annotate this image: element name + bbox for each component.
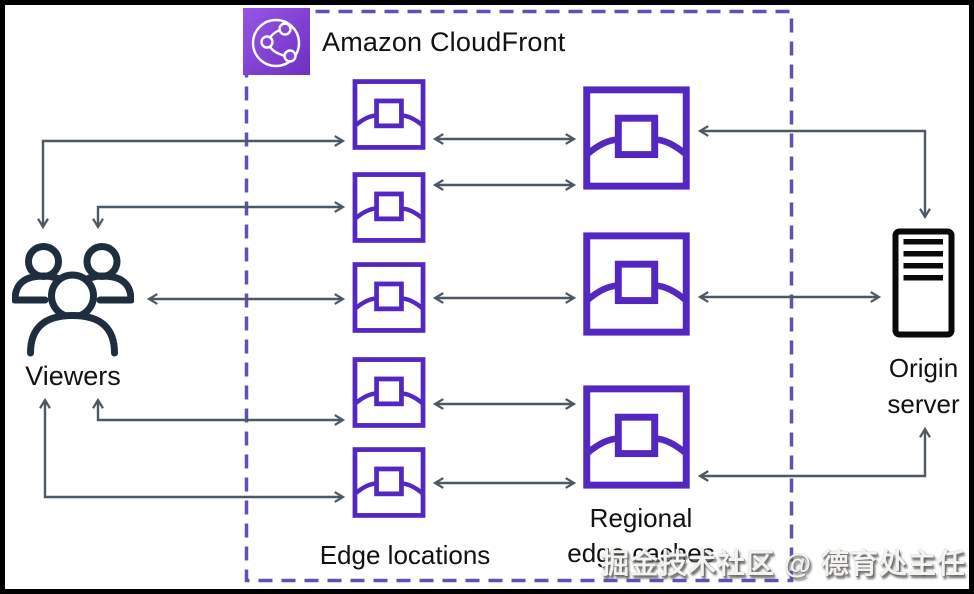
arrow-regional3-origin (697, 426, 931, 482)
cloudfront-globe-icon (251, 18, 301, 68)
edge-location-node (352, 357, 426, 428)
arrow-viewers-edge1 (37, 135, 346, 230)
viewers-label: Viewers (25, 361, 121, 391)
edge-location-node (352, 79, 426, 150)
origin-server-icon (892, 228, 955, 338)
cloudfront-label: Amazon CloudFront (322, 27, 566, 57)
origin-label-line2: server (887, 389, 960, 419)
regional-label-line1: Regional (589, 503, 693, 533)
edge-location-node (352, 262, 426, 333)
arrow-regional1-origin (697, 125, 931, 220)
regional-edge-caches-label: Regional edge caches (551, 501, 731, 571)
regional-edge-cache-node (583, 86, 690, 190)
origin-server-label: Origin server (861, 350, 974, 422)
origin-label-line1: Origin (888, 353, 959, 383)
regional-label-line2: edge caches (567, 538, 715, 568)
regional-edge-cache-node (583, 385, 690, 489)
cloudfront-boundary (244, 9, 794, 583)
edge-location-node (352, 447, 426, 518)
arrow-viewers-edge5 (39, 397, 346, 503)
regional-edge-cache-node (583, 232, 690, 336)
arrow-viewers-edge4 (92, 397, 346, 426)
viewers-users-icon (12, 243, 134, 358)
edge-locations-label: Edge locations (319, 540, 491, 570)
arrow-viewers-edge2 (92, 201, 346, 230)
cloudfront-icon (243, 8, 310, 75)
watermark: 掘金技术社区 @ 德育处主任 (601, 548, 966, 579)
edge-location-node (352, 172, 426, 243)
